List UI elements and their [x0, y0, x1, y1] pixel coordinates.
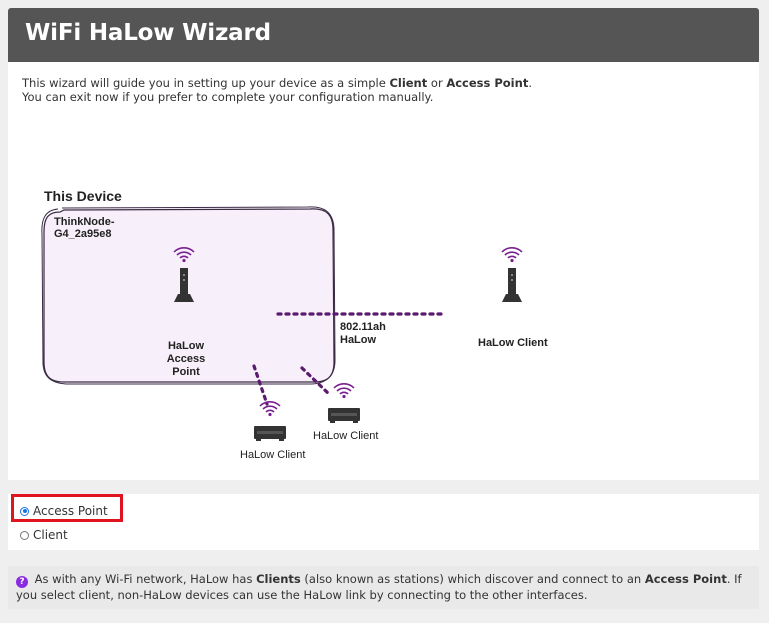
intro-client-word: Client: [389, 76, 428, 90]
info-panel: ? As with any Wi-Fi network, HaLow has C…: [8, 566, 759, 609]
device-name-label: ThinkNode-G4_2a95e8: [54, 216, 115, 240]
info-text-2: (also known as stations) which discover …: [300, 572, 645, 586]
access-point-icon: [173, 247, 195, 302]
client-box-icon-mid: [328, 383, 360, 423]
info-text-1: As with any Wi-Fi network, HaLow has: [31, 572, 257, 586]
access-point-option[interactable]: Access Point: [20, 504, 108, 518]
client-right-label: HaLow Client: [478, 337, 548, 349]
access-point-option-label: Access Point: [33, 504, 108, 518]
info-clients-word: Clients: [256, 572, 301, 586]
help-icon: ?: [16, 576, 28, 588]
intro-line1-post: .: [528, 76, 532, 90]
info-text-3: . If you select client, non-HaLow device…: [16, 572, 742, 602]
client-option-label: Client: [33, 528, 68, 542]
page-title: WiFi HaLow Wizard: [25, 20, 271, 46]
access-point-label: HaLow Access Point: [166, 340, 206, 378]
client-radio[interactable]: [20, 530, 29, 540]
info-ap-word: Access Point: [644, 572, 727, 586]
client-box-icon-low: [254, 401, 286, 441]
intro-line1-pre: This wizard will guide you in setting up…: [22, 76, 390, 90]
client-option[interactable]: Client: [20, 528, 68, 542]
mode-selection-panel: Access Point Client: [8, 494, 759, 550]
intro-panel: This wizard will guide you in setting up…: [8, 62, 759, 480]
wizard-header: WiFi HaLow Wizard: [8, 8, 759, 62]
network-diagram: [41, 206, 523, 441]
client-mid-label: HaLow Client: [313, 430, 379, 442]
link-label: 802.11ah HaLow: [340, 321, 386, 346]
info-text: ? As with any Wi-Fi network, HaLow has C…: [16, 572, 751, 603]
intro-line1-mid: or: [427, 76, 447, 90]
client-tower-icon: [501, 247, 523, 302]
intro-ap-word: Access Point: [446, 76, 529, 90]
access-point-radio[interactable]: [20, 506, 29, 516]
halow-links: [252, 312, 448, 406]
intro-line2: You can exit now if you prefer to comple…: [22, 90, 434, 104]
client-low-label: HaLow Client: [240, 449, 306, 461]
intro-text: This wizard will guide you in setting up…: [22, 76, 532, 104]
this-device-label: This Device: [44, 188, 122, 204]
